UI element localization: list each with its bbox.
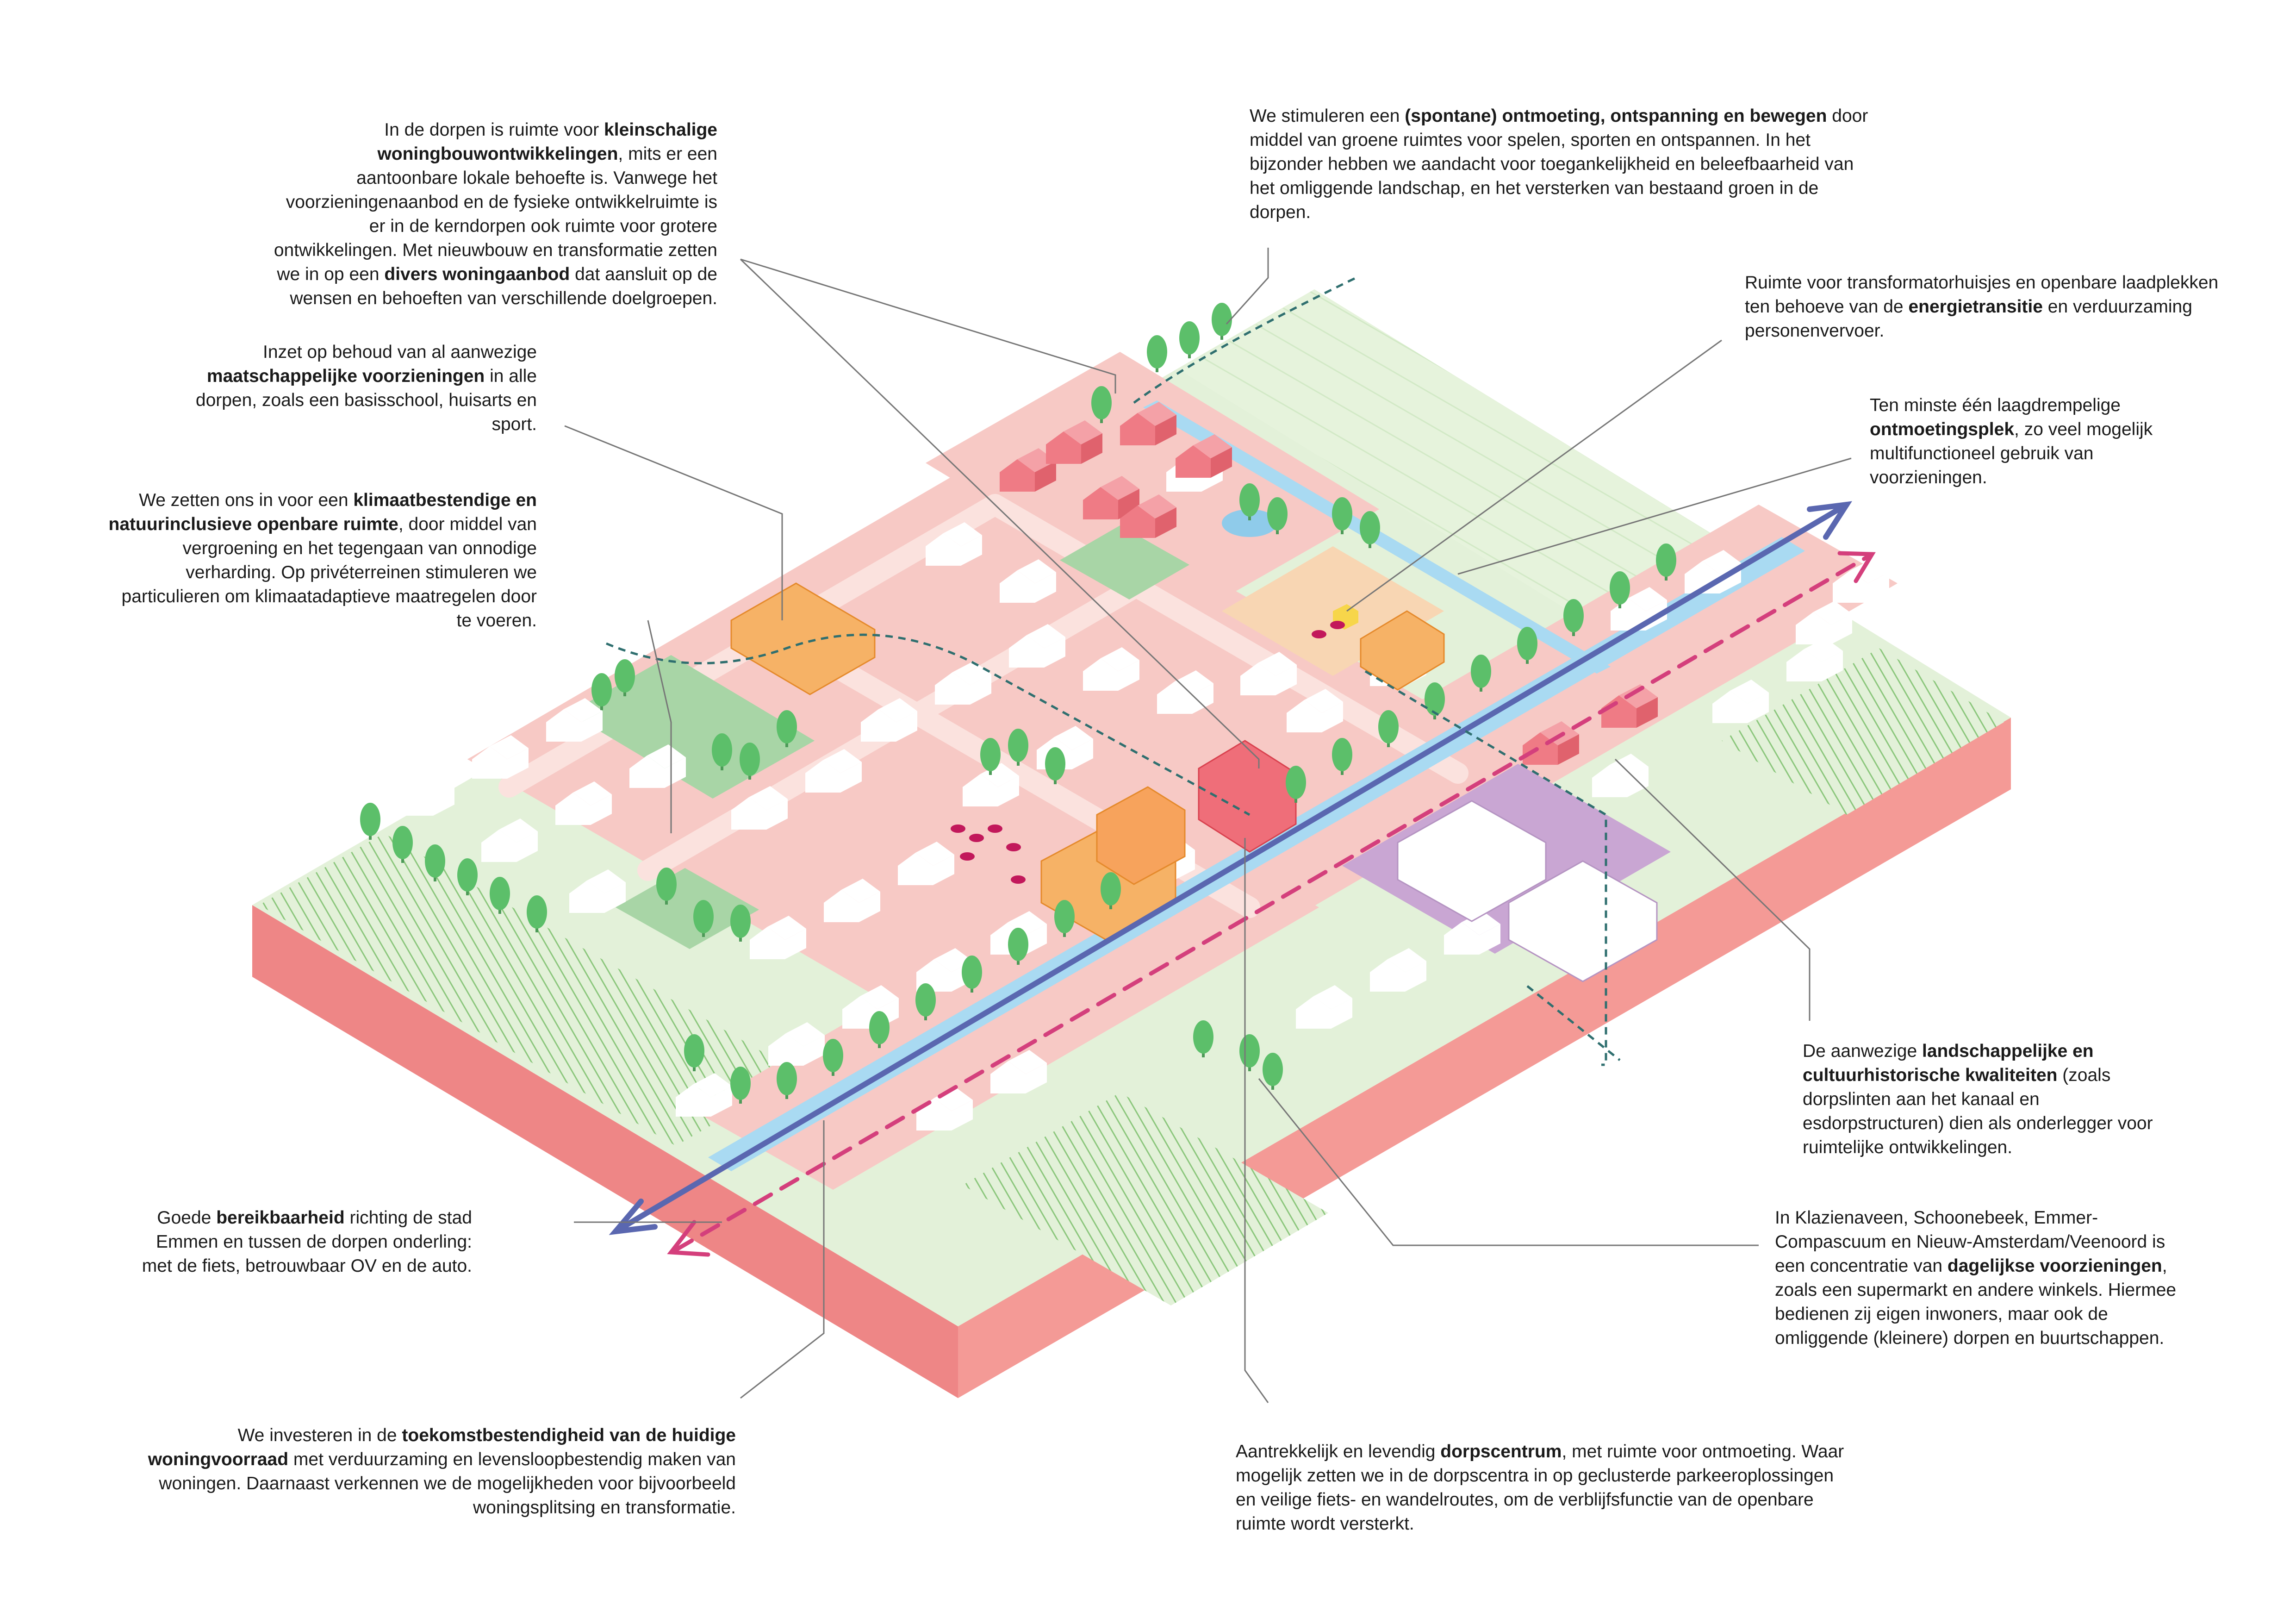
annotation-text-run: richting de stad Emmen en tussen de dorp…	[142, 1208, 472, 1276]
annotation-text-run: In de dorpen is ruimte voor	[384, 120, 604, 140]
village-east-ribbon	[1319, 505, 1898, 838]
annotation-text-run: (zoals dorpslinten aan het kanaal en esd…	[1803, 1065, 2153, 1157]
annotation-text-run: We zetten ons in voor een	[139, 490, 354, 510]
apartment-orange	[1096, 786, 1186, 885]
annotation-text-run: bereikbaarheid	[216, 1208, 345, 1228]
leader-lines	[564, 248, 1852, 1403]
annotation-text-run: Goede	[157, 1208, 217, 1228]
annotation-text-run: in alle dorpen, zoals een basisschool, h…	[195, 366, 537, 434]
annotation-text-run: kleinschalige woningbouwontwikkelingen	[377, 120, 717, 164]
walking-paths	[606, 276, 1621, 1066]
annotation-text-run: dat aansluit op de wensen en behoeften v…	[290, 264, 717, 308]
annotation-housing: In de dorpen is ruimte voor kleinschalig…	[273, 118, 717, 311]
annotation-text-run: Ten minste één laagdrempelige	[1870, 395, 2121, 415]
annotation-text-run: Inzet op behoud van al aanwezige	[263, 342, 537, 362]
annotation-center: Aantrekkelijk en levendig dorpscentrum, …	[1236, 1440, 1851, 1536]
annotation-text-run: We investeren in de	[237, 1425, 402, 1445]
annotation-facilities: Inzet op behoud van al aanwezige maatsch…	[171, 340, 537, 437]
annotation-text-run: dorpscentrum	[1440, 1442, 1562, 1462]
annotation-text-run: landschappelijke en cultuurhistorische k…	[1803, 1041, 2094, 1085]
annotation-text-run: , met ruimte voor ontmoeting. Waar mogel…	[1236, 1442, 1844, 1534]
green-park-south	[616, 868, 759, 949]
warehouse-1	[1397, 800, 1547, 922]
crop-field-east	[1722, 648, 2004, 815]
apartment-red	[1198, 740, 1297, 853]
annotation-climate: We zetten ons in voor een klimaatbestend…	[106, 488, 537, 633]
annotation-text-run: met verduurzaming en levensloopbestendig…	[159, 1449, 736, 1518]
annotation-text-run: De aanwezige	[1803, 1041, 1922, 1061]
annotation-text-run: , zo veel mogelijk multifunctioneel gebr…	[1870, 419, 2153, 487]
annotation-text-run: dagelijkse voorzieningen	[1947, 1256, 2162, 1276]
annotation-daily: In Klazienaveen, Schoonebeek, Emmer-Comp…	[1775, 1206, 2178, 1350]
annotation-accessibility: Goede bereikbaarheid richting de stad Em…	[139, 1206, 472, 1278]
annotation-text-run: Ruimte voor transformatorhuisjes en open…	[1745, 273, 2219, 317]
annotation-text-run: ontmoetingsplek	[1870, 419, 2015, 439]
annotation-text-run: door middel van groene ruimtes voor spel…	[1250, 106, 1868, 222]
main-road-arrow	[609, 501, 1852, 1235]
warehouse-2	[1508, 860, 1658, 982]
village-north-block	[926, 352, 1379, 620]
green-square-central	[1060, 525, 1189, 600]
base-slab-left-face	[252, 905, 958, 1398]
annotation-text-run: , zoals een supermarkt en andere winkels…	[1775, 1256, 2177, 1348]
crop-field-west	[259, 833, 801, 1146]
cycle-route-arrow	[667, 551, 1876, 1257]
annotation-text-run: , door middel van vergroening en het teg…	[121, 514, 537, 631]
annotation-text-run: toekomstbestendigheid van de huidige won…	[148, 1425, 736, 1469]
annotation-meeting-place: Ten minste één laagdrempelige ontmoeting…	[1870, 394, 2203, 490]
crop-field-south	[963, 1093, 1328, 1305]
annotation-stock: We investeren in de toekomstbestendighei…	[106, 1424, 736, 1520]
north-pond	[1222, 509, 1277, 537]
sports-clubhouse	[1360, 610, 1445, 691]
annotation-text-run: In Klazienaveen, Schoonebeek, Emmer-Comp…	[1775, 1208, 2165, 1276]
facility-buildings	[730, 582, 1658, 982]
annotation-text-run: divers woningaanbod	[384, 264, 570, 284]
annotation-text-run: (spontane) ontmoeting, ontspanning en be…	[1405, 106, 1827, 126]
annotation-text-run: maatschappelijke voorzieningen	[206, 366, 485, 386]
school-building	[730, 582, 876, 695]
annotation-energy: Ruimte voor transformatorhuisjes en open…	[1745, 271, 2231, 343]
annotation-text-run: Aantrekkelijk en levendig	[1236, 1442, 1441, 1462]
annotation-text-run: We stimuleren een	[1250, 106, 1405, 126]
annotation-text-run: klimaatbestendige en natuurinclusieve op…	[108, 490, 537, 534]
annotation-landscape: De aanwezige landschappelijke en cultuur…	[1803, 1039, 2182, 1160]
annotation-text-run: en verduurzaming personenvervoer.	[1745, 297, 2192, 341]
annotation-text-run: , mits er een aantoonbare lokale behoeft…	[274, 144, 717, 284]
parked-cars	[951, 621, 1345, 884]
annotation-text-run: energietransitie	[1908, 297, 2043, 317]
annotation-meeting: We stimuleren een (spontane) ontmoeting,…	[1250, 104, 1870, 225]
